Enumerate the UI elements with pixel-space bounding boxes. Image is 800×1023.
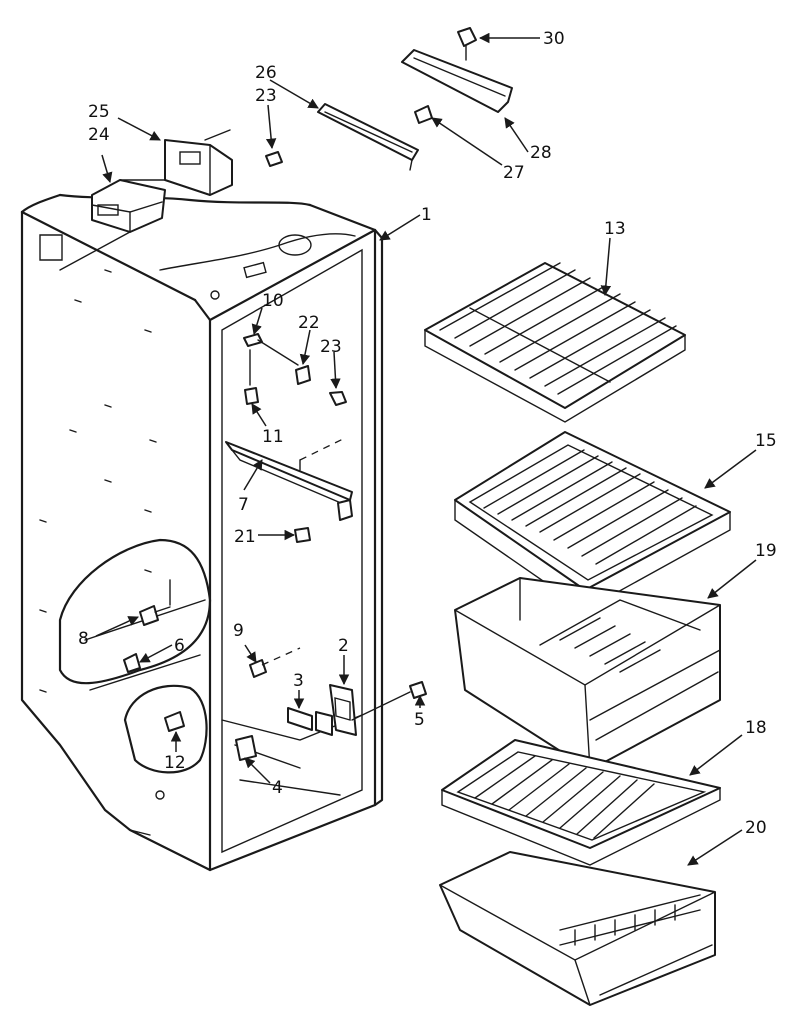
shelf-support-7 <box>225 441 353 543</box>
callout-10: 10 <box>262 291 284 311</box>
cabinet-liner <box>20 193 384 872</box>
callout-28: 28 <box>530 143 552 163</box>
callout-5: 5 <box>414 710 425 730</box>
wire-lead <box>59 231 131 271</box>
callout-24: 24 <box>88 125 110 145</box>
callout-18: 18 <box>745 718 767 738</box>
top-housing-24 <box>91 179 166 233</box>
rail-28 <box>401 49 513 113</box>
crisper-cover-15 <box>454 431 731 611</box>
callout-3: 3 <box>293 671 304 691</box>
callout-20: 20 <box>745 818 767 838</box>
callout-30: 30 <box>543 29 565 49</box>
callout-1: 1 <box>421 205 432 225</box>
leader-lines <box>95 32 757 866</box>
crisper-pan-19 <box>454 577 721 771</box>
callout-23-top: 23 <box>255 86 277 106</box>
screw-23-top <box>265 151 283 167</box>
screw-27 <box>414 105 433 124</box>
rail-26 <box>317 103 419 171</box>
callout-22: 22 <box>298 313 320 333</box>
hardware-9 <box>249 647 301 678</box>
callout-4: 4 <box>272 778 283 798</box>
callout-26: 26 <box>255 63 277 83</box>
hardware-lower <box>235 681 427 761</box>
clip-30 <box>457 27 477 61</box>
callout-8: 8 <box>78 629 89 649</box>
callout-23-mid: 23 <box>320 337 342 357</box>
top-bracket-25 <box>164 129 233 196</box>
hardware-upper <box>243 333 347 406</box>
hardware-12 <box>164 711 185 732</box>
callout-2: 2 <box>338 636 349 656</box>
callout-11: 11 <box>262 427 284 447</box>
crisper-cover-18 <box>441 739 721 866</box>
callout-9: 9 <box>233 621 244 641</box>
callout-21: 21 <box>234 527 256 547</box>
callout-13: 13 <box>604 219 626 239</box>
hardware-8-6 <box>123 605 171 673</box>
callout-12: 12 <box>164 753 186 773</box>
callout-25: 25 <box>88 102 110 122</box>
crisper-pan-20 <box>439 851 716 1006</box>
callout-19: 19 <box>755 541 777 561</box>
callout-labels: 30 26 28 27 25 23 24 1 13 15 19 18 20 10… <box>78 29 777 838</box>
wire-shelf-13 <box>424 262 686 423</box>
callout-7: 7 <box>238 495 249 515</box>
callout-15: 15 <box>755 431 777 451</box>
callout-27: 27 <box>503 163 525 183</box>
callout-6: 6 <box>174 636 185 656</box>
